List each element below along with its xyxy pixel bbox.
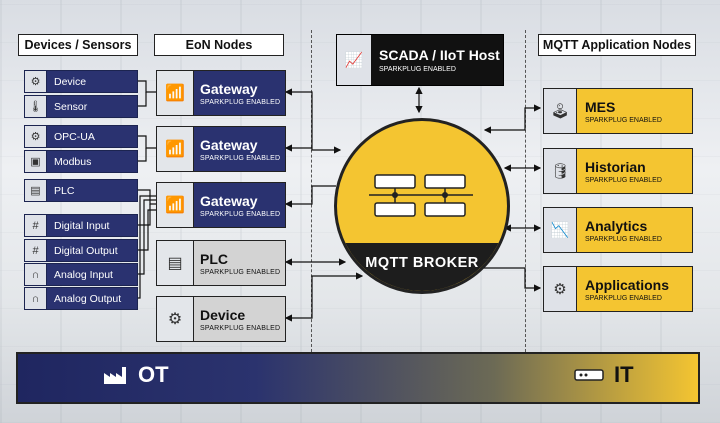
device-item-analog-input[interactable]: ∩ Analog Input xyxy=(24,263,138,286)
scada-title: SCADA / IIoT Host xyxy=(379,47,500,63)
device-item-opc-ua[interactable]: ⚙ OPC-UA xyxy=(24,125,138,148)
device-item-sensor[interactable]: 🌡 Sensor xyxy=(24,95,138,118)
device-label: Analog Input xyxy=(54,268,113,281)
device-label: Digital Output xyxy=(54,244,118,257)
node-title: Gateway xyxy=(200,80,258,97)
chart-monitor-icon: 📉 xyxy=(544,208,577,252)
app-title: Analytics xyxy=(585,217,648,234)
header-devices: Devices / Sensors xyxy=(18,34,138,56)
device-label: Analog Output xyxy=(54,292,122,305)
broker-label: MQTT BROKER xyxy=(365,255,479,271)
node-title: Gateway xyxy=(200,136,258,153)
factory-icon xyxy=(104,367,126,384)
robot-arm-icon: ⚙ xyxy=(157,297,194,341)
gateway-icon: 📶 xyxy=(157,71,194,115)
plc-icon: ▤ xyxy=(25,180,47,201)
monitor-chart-icon: 📈 xyxy=(337,35,371,85)
server-network-icon xyxy=(369,174,473,217)
thermometer-icon: 🌡 xyxy=(25,96,47,117)
node-subtitle: SPARKPLUG ENABLED xyxy=(200,210,281,218)
node-subtitle: SPARKPLUG ENABLED xyxy=(200,154,281,162)
modbus-icon: ▣ xyxy=(25,151,47,172)
device-item-modbus[interactable]: ▣ Modbus xyxy=(24,150,138,173)
device-label: Sensor xyxy=(54,100,88,113)
device-item-digital-output[interactable]: # Digital Output xyxy=(24,239,138,262)
node-subtitle: SPARKPLUG ENABLED xyxy=(200,268,281,276)
node-title: PLC xyxy=(200,250,228,267)
device-item-plc[interactable]: ▤ PLC xyxy=(24,179,138,202)
app-subtitle: SPARKPLUG ENABLED xyxy=(585,294,662,302)
device-label: Digital Input xyxy=(54,219,110,232)
mqtt-broker[interactable]: MQTT BROKER xyxy=(334,118,510,294)
analog-input-icon: ∩ xyxy=(25,264,47,285)
analog-output-icon: ∩ xyxy=(25,288,47,309)
device-label: Modbus xyxy=(54,155,92,168)
plc-icon: ▤ xyxy=(157,241,194,285)
node-subtitle: SPARKPLUG ENABLED xyxy=(200,324,281,332)
device-item-analog-output[interactable]: ∩ Analog Output xyxy=(24,287,138,310)
database-clock-icon: 🛢 xyxy=(544,149,577,193)
digital-output-icon: # xyxy=(25,240,47,261)
device-label: OPC-UA xyxy=(54,130,95,143)
node-title: Device xyxy=(200,306,246,323)
header-eon-nodes: EoN Nodes xyxy=(154,34,284,56)
scada-subtitle: SPARKPLUG ENABLED xyxy=(379,66,456,73)
opc-gear-icon: ⚙ xyxy=(25,126,47,147)
broker-band xyxy=(337,243,507,291)
divider-right xyxy=(525,30,526,352)
app-subtitle: SPARKPLUG ENABLED xyxy=(585,235,662,243)
app-subtitle: SPARKPLUG ENABLED xyxy=(585,176,662,184)
it-label: IT xyxy=(614,362,634,387)
device-label: Device xyxy=(54,75,87,88)
it-label-group: IT xyxy=(574,362,634,388)
joystick-icon: 🕹 xyxy=(544,89,577,133)
device-item-digital-input[interactable]: # Digital Input xyxy=(24,214,138,237)
node-title: Gateway xyxy=(200,192,258,209)
device-label: PLC xyxy=(54,184,75,197)
app-title: Historian xyxy=(585,158,646,175)
node-subtitle: SPARKPLUG ENABLED xyxy=(200,98,281,106)
header-mqtt-app-nodes: MQTT Application Nodes xyxy=(538,34,696,56)
device-item-device[interactable]: ⚙ Device xyxy=(24,70,138,93)
server-icon xyxy=(574,369,604,381)
robot-arm-icon: ⚙ xyxy=(25,71,47,92)
gears-icon: ⚙ xyxy=(544,267,577,311)
gateway-icon: 📶 xyxy=(157,183,194,227)
gateway-icon: 📶 xyxy=(157,127,194,171)
app-subtitle: SPARKPLUG ENABLED xyxy=(585,116,662,124)
ot-label-group: OT xyxy=(102,362,169,388)
ot-label: OT xyxy=(138,362,169,387)
digital-input-icon: # xyxy=(25,215,47,236)
app-title: Applications xyxy=(585,276,670,293)
app-title: MES xyxy=(585,98,616,115)
